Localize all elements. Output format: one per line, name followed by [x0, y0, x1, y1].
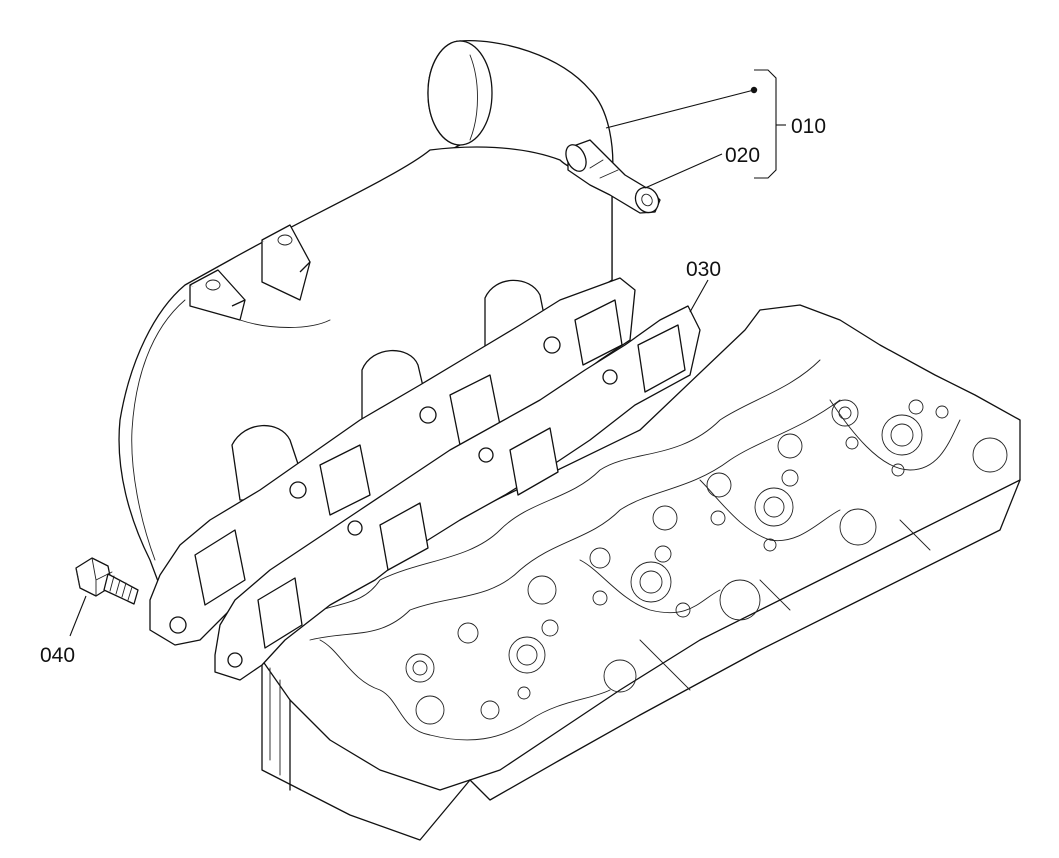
callout-label-030: 030 [686, 258, 721, 281]
callout-040: 040 [40, 595, 87, 667]
callout-label-040: 040 [40, 644, 75, 667]
callout-010: 010 [605, 69, 826, 179]
callout-020: 020 [644, 144, 760, 189]
gasket [214, 305, 701, 681]
intake-manifold [118, 40, 614, 601]
callout-label-020: 020 [725, 144, 760, 167]
callout-label-010: 010 [791, 115, 826, 138]
cylinder-head [261, 304, 1021, 841]
pipe-fitting [565, 139, 661, 214]
manifold-flange [149, 277, 636, 646]
callout-030: 030 [686, 258, 721, 313]
flange-bolt [75, 557, 139, 605]
